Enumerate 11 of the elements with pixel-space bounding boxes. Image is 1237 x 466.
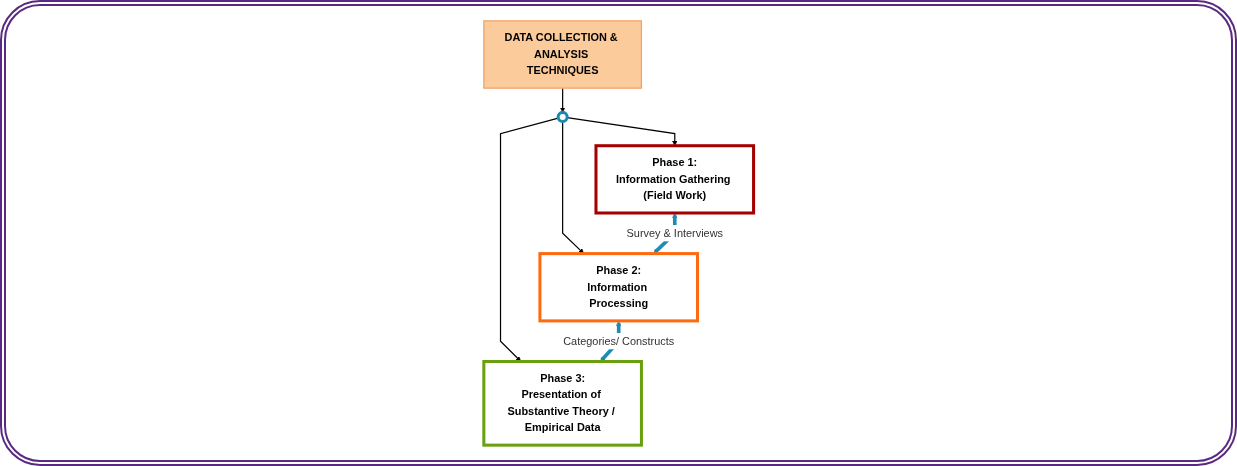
edge-label: Categories/ Constructs [563, 334, 674, 347]
node-box: Phase 2: Information Processing [538, 252, 699, 323]
edge-label: Survey & Interviews [626, 226, 723, 240]
arrow [561, 120, 584, 254]
arrow [559, 87, 566, 113]
arrow [566, 117, 678, 146]
node-circle [556, 110, 569, 123]
node-box: Phase 3: Presentation of Substantive Theory / Empirical Data [482, 360, 643, 447]
node-box: DATA COLLECTION & ANALYSIS TECHNIQUES [483, 20, 642, 89]
node-box: Phase 1: Information Gathering (Field Work) [594, 144, 755, 215]
arrow [499, 117, 559, 362]
